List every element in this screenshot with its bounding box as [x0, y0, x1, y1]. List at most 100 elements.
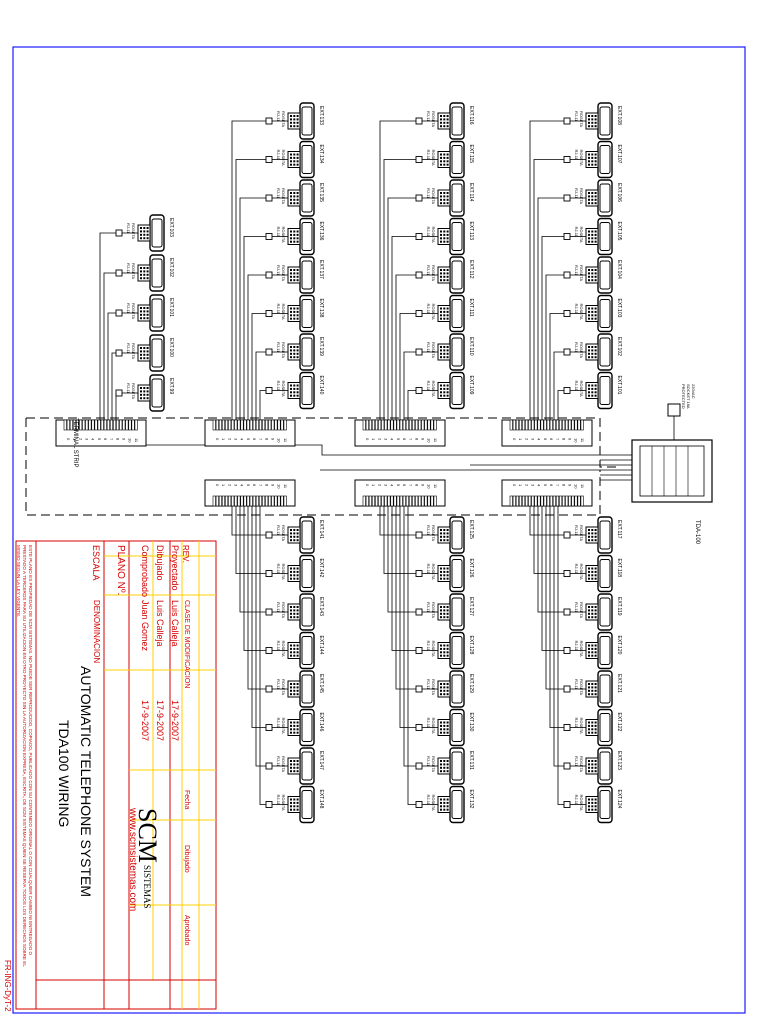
jack-label: RJ-11: [574, 265, 579, 276]
extension-wire: [403, 506, 416, 767]
extension-label: EXT.148: [318, 790, 324, 809]
extension-label: EXT.100: [168, 338, 174, 357]
extension-label: EXT.124: [616, 790, 622, 809]
extension-wire: [379, 120, 416, 420]
rj11-jack: [563, 194, 571, 202]
rosette-label: ROSETA: [579, 304, 584, 320]
svg-text:4: 4: [537, 438, 542, 441]
rj11-jack: [563, 233, 571, 240]
rosette-label: ROSETA: [281, 227, 286, 243]
rosette-label: ROSETA: [281, 641, 286, 657]
rj11-jack: [115, 309, 123, 317]
pbx-unit: [631, 403, 713, 503]
extension-label: EXT.145: [318, 674, 324, 693]
extension-label: EXT.107: [616, 145, 622, 164]
jack-label: RJ-11: [574, 564, 579, 575]
jack-label: RJ-11: [426, 679, 431, 690]
extension-wire: [255, 351, 266, 420]
rj11-jack: [415, 387, 423, 394]
extension-label: EXT.127: [468, 597, 474, 616]
extension-wire: [553, 351, 564, 420]
rosette-label: ROSETA: [281, 679, 286, 695]
svg-text:0: 0: [215, 484, 220, 487]
rj11-jack: [415, 762, 423, 770]
extension-wire: [387, 197, 416, 420]
extension-label: EXT.146: [318, 713, 324, 732]
extension-label: EXT.143: [318, 597, 324, 616]
rosette-label: ROSETA: [281, 111, 286, 127]
extension-label: EXT.126: [468, 559, 474, 578]
svg-text:1: 1: [518, 484, 523, 487]
jack-label: RJ-11: [276, 304, 281, 315]
rosette-label: ROSETA: [281, 304, 286, 320]
extension-wire: [239, 197, 266, 420]
svg-text:3: 3: [384, 484, 389, 487]
extension-label: EXT.137: [318, 260, 324, 279]
extension-label: EXT.115: [468, 145, 474, 164]
rj11-jack: [415, 531, 423, 539]
rosette-label: ROSETA: [579, 227, 584, 243]
rosette-label: ROSETA: [579, 641, 584, 657]
svg-text:6: 6: [549, 438, 554, 441]
jack-label: RJ-11: [276, 342, 281, 353]
rj11-jack: [415, 233, 423, 240]
extension-wire: [247, 274, 266, 420]
svg-text:8: 8: [264, 484, 269, 487]
company-website: www.scmsistemas.com: [127, 808, 138, 912]
dibujado-col-label: Dibujado: [183, 845, 190, 873]
extension-label: EXT.121: [616, 674, 622, 693]
rosette-label: ROSETA: [579, 602, 584, 618]
svg-text:9: 9: [271, 484, 276, 487]
proyectado-date: 17-9-2007: [170, 700, 180, 742]
svg-text:11: 11: [580, 484, 585, 489]
rosette-label: ROSETA: [579, 756, 584, 772]
extension-wire: [399, 313, 416, 420]
extension-label: EXT.119: [616, 597, 622, 616]
jack-label: RJ-11: [276, 564, 281, 575]
jack-label: RJ-11: [574, 641, 579, 652]
jack-label: RJ-11: [574, 227, 579, 238]
svg-text:3: 3: [85, 438, 90, 441]
extension-label: EXT.105: [616, 222, 622, 241]
jack-label: RJ-11: [276, 227, 281, 238]
svg-text:11: 11: [580, 438, 585, 443]
rosette-label: ROSETA: [579, 795, 584, 811]
jack-label: RJ-11: [276, 641, 281, 652]
rosette-label: ROSETA: [579, 718, 584, 734]
rosette-label: ROSETA: [579, 188, 584, 204]
extension-wire: [553, 506, 564, 767]
rosette-label: ROSETA: [431, 342, 436, 358]
svg-text:3: 3: [531, 438, 536, 441]
rj11-jack: [415, 724, 423, 731]
comprobado-label: Comprobado: [140, 545, 150, 598]
rosette-label: ROSETA: [431, 188, 436, 204]
extension-label: EXT.99: [168, 378, 174, 394]
rosette-label: ROSETA: [431, 525, 436, 541]
jack-label: RJ-11: [276, 525, 281, 536]
svg-text:0: 0: [512, 438, 517, 441]
jack-label: RJ-11: [574, 304, 579, 315]
disclaimer-text: ESTE PLANO ES PROPIEDAD DE SCM SISTEMAS.…: [16, 545, 33, 967]
rj11-jack: [563, 762, 571, 770]
extension-label: EXT.101: [616, 376, 622, 395]
svg-text:3: 3: [384, 438, 389, 441]
jack-label: RJ-11: [426, 564, 431, 575]
svg-text:2: 2: [524, 484, 529, 487]
svg-text:4: 4: [537, 484, 542, 487]
extension-wire: [533, 159, 564, 420]
extension-label: EXT.135: [318, 183, 324, 202]
svg-text:10: 10: [277, 438, 282, 443]
